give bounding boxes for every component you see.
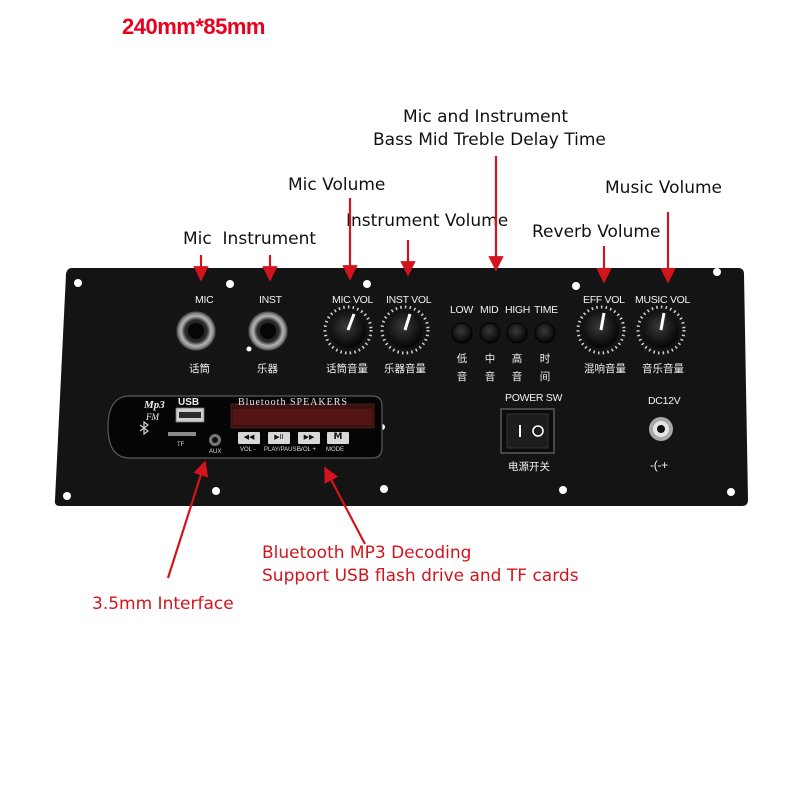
mp3-logo-top: Mp3 [144,399,165,411]
inst-vol-cn-label: 乐器音量 [384,363,426,375]
inst-vol-label: INST VOL [386,294,432,306]
time-knob-icon [534,322,556,344]
usb-label: USB [178,397,200,408]
vol-up-button[interactable]: ▶▶ [303,433,315,441]
music-vol-knob-icon [636,305,686,355]
mid-knob-icon [479,322,501,344]
dimension-label: 240mm*85mm [122,14,265,39]
low-knob-icon [451,322,473,344]
mic-vol-label: MIC VOL [332,294,374,306]
power-switch-cn-label: 电源开关 [508,461,550,473]
tf-label: TF [177,442,185,448]
mic-vol-knob-icon [323,305,373,355]
reverb-volume-annotation: Reverb Volume [532,222,661,242]
music-vol-cn-label: 音乐音量 [642,363,684,375]
mid-label: MID [480,304,499,316]
mic-vol-cn-label: 话筒音量 [326,363,368,375]
low-cn-label: 低音 [456,353,468,383]
mic-jack-icon [176,311,216,351]
low-label: LOW [450,304,474,316]
dc-polarity-label: -(-+ [650,458,668,472]
tone-annotation-line1: Mic and Instrument [403,107,569,127]
time-cn-label: 时间 [539,353,551,383]
aux-label: AUX [209,449,222,455]
vol-down-label: VOL - [240,447,256,453]
bluetooth-annotation-line2: Support USB flash drive and TF cards [262,566,579,586]
dc-jack-icon [649,417,673,441]
mounting-holes [63,268,735,500]
high-label: HIGH [505,304,531,316]
high-cn-label: 高音 [511,353,523,383]
mp3-title: Bluetooth SPEAKERS [238,397,348,408]
aux-annotation: 3.5mm Interface [92,594,234,614]
tone-annotation-line2: Bass Mid Treble Delay Time [373,130,606,150]
eff-vol-cn-label: 混响音量 [584,363,626,375]
dc-label: DC12V [648,395,681,407]
play-pause-button[interactable]: ▶II [274,433,284,441]
time-label: TIME [534,304,558,316]
mid-cn-label: 中音 [484,353,496,383]
mic-instrument-annotation: Mic Instrument [183,229,317,249]
play-pause-label: PLAY/PAUSE [264,447,301,453]
mp3-logo-bottom: FM [146,412,159,422]
eff-vol-knob-icon [576,305,626,355]
instrument-volume-annotation: Instrument Volume [346,211,509,231]
mic-jack-cn-label: 话筒 [189,363,210,375]
mp3-module [107,395,383,459]
mode-label: MODE [326,447,344,453]
vol-down-button[interactable]: ◀◀ [243,433,255,441]
high-knob-icon [506,322,528,344]
mic-volume-annotation: Mic Volume [288,175,386,195]
inst-vol-knob-icon [380,305,430,355]
bluetooth-annotation-line1: Bluetooth MP3 Decoding [262,543,472,563]
music-vol-label: MUSIC VOL [635,294,691,306]
inst-jack-label: INST [259,294,282,306]
inst-jack-icon [248,311,288,351]
mode-button[interactable]: M [333,432,343,442]
inst-jack-cn-label: 乐器 [257,363,278,375]
vol-up-label: VOL + [299,447,316,453]
power-switch-label: POWER SW [505,392,563,404]
bluetooth-icon [139,420,149,436]
power-switch-icon [500,408,555,454]
mic-jack-label: MIC [195,294,214,306]
eff-vol-label: EFF VOL [583,294,625,306]
music-volume-annotation: Music Volume [605,178,722,198]
